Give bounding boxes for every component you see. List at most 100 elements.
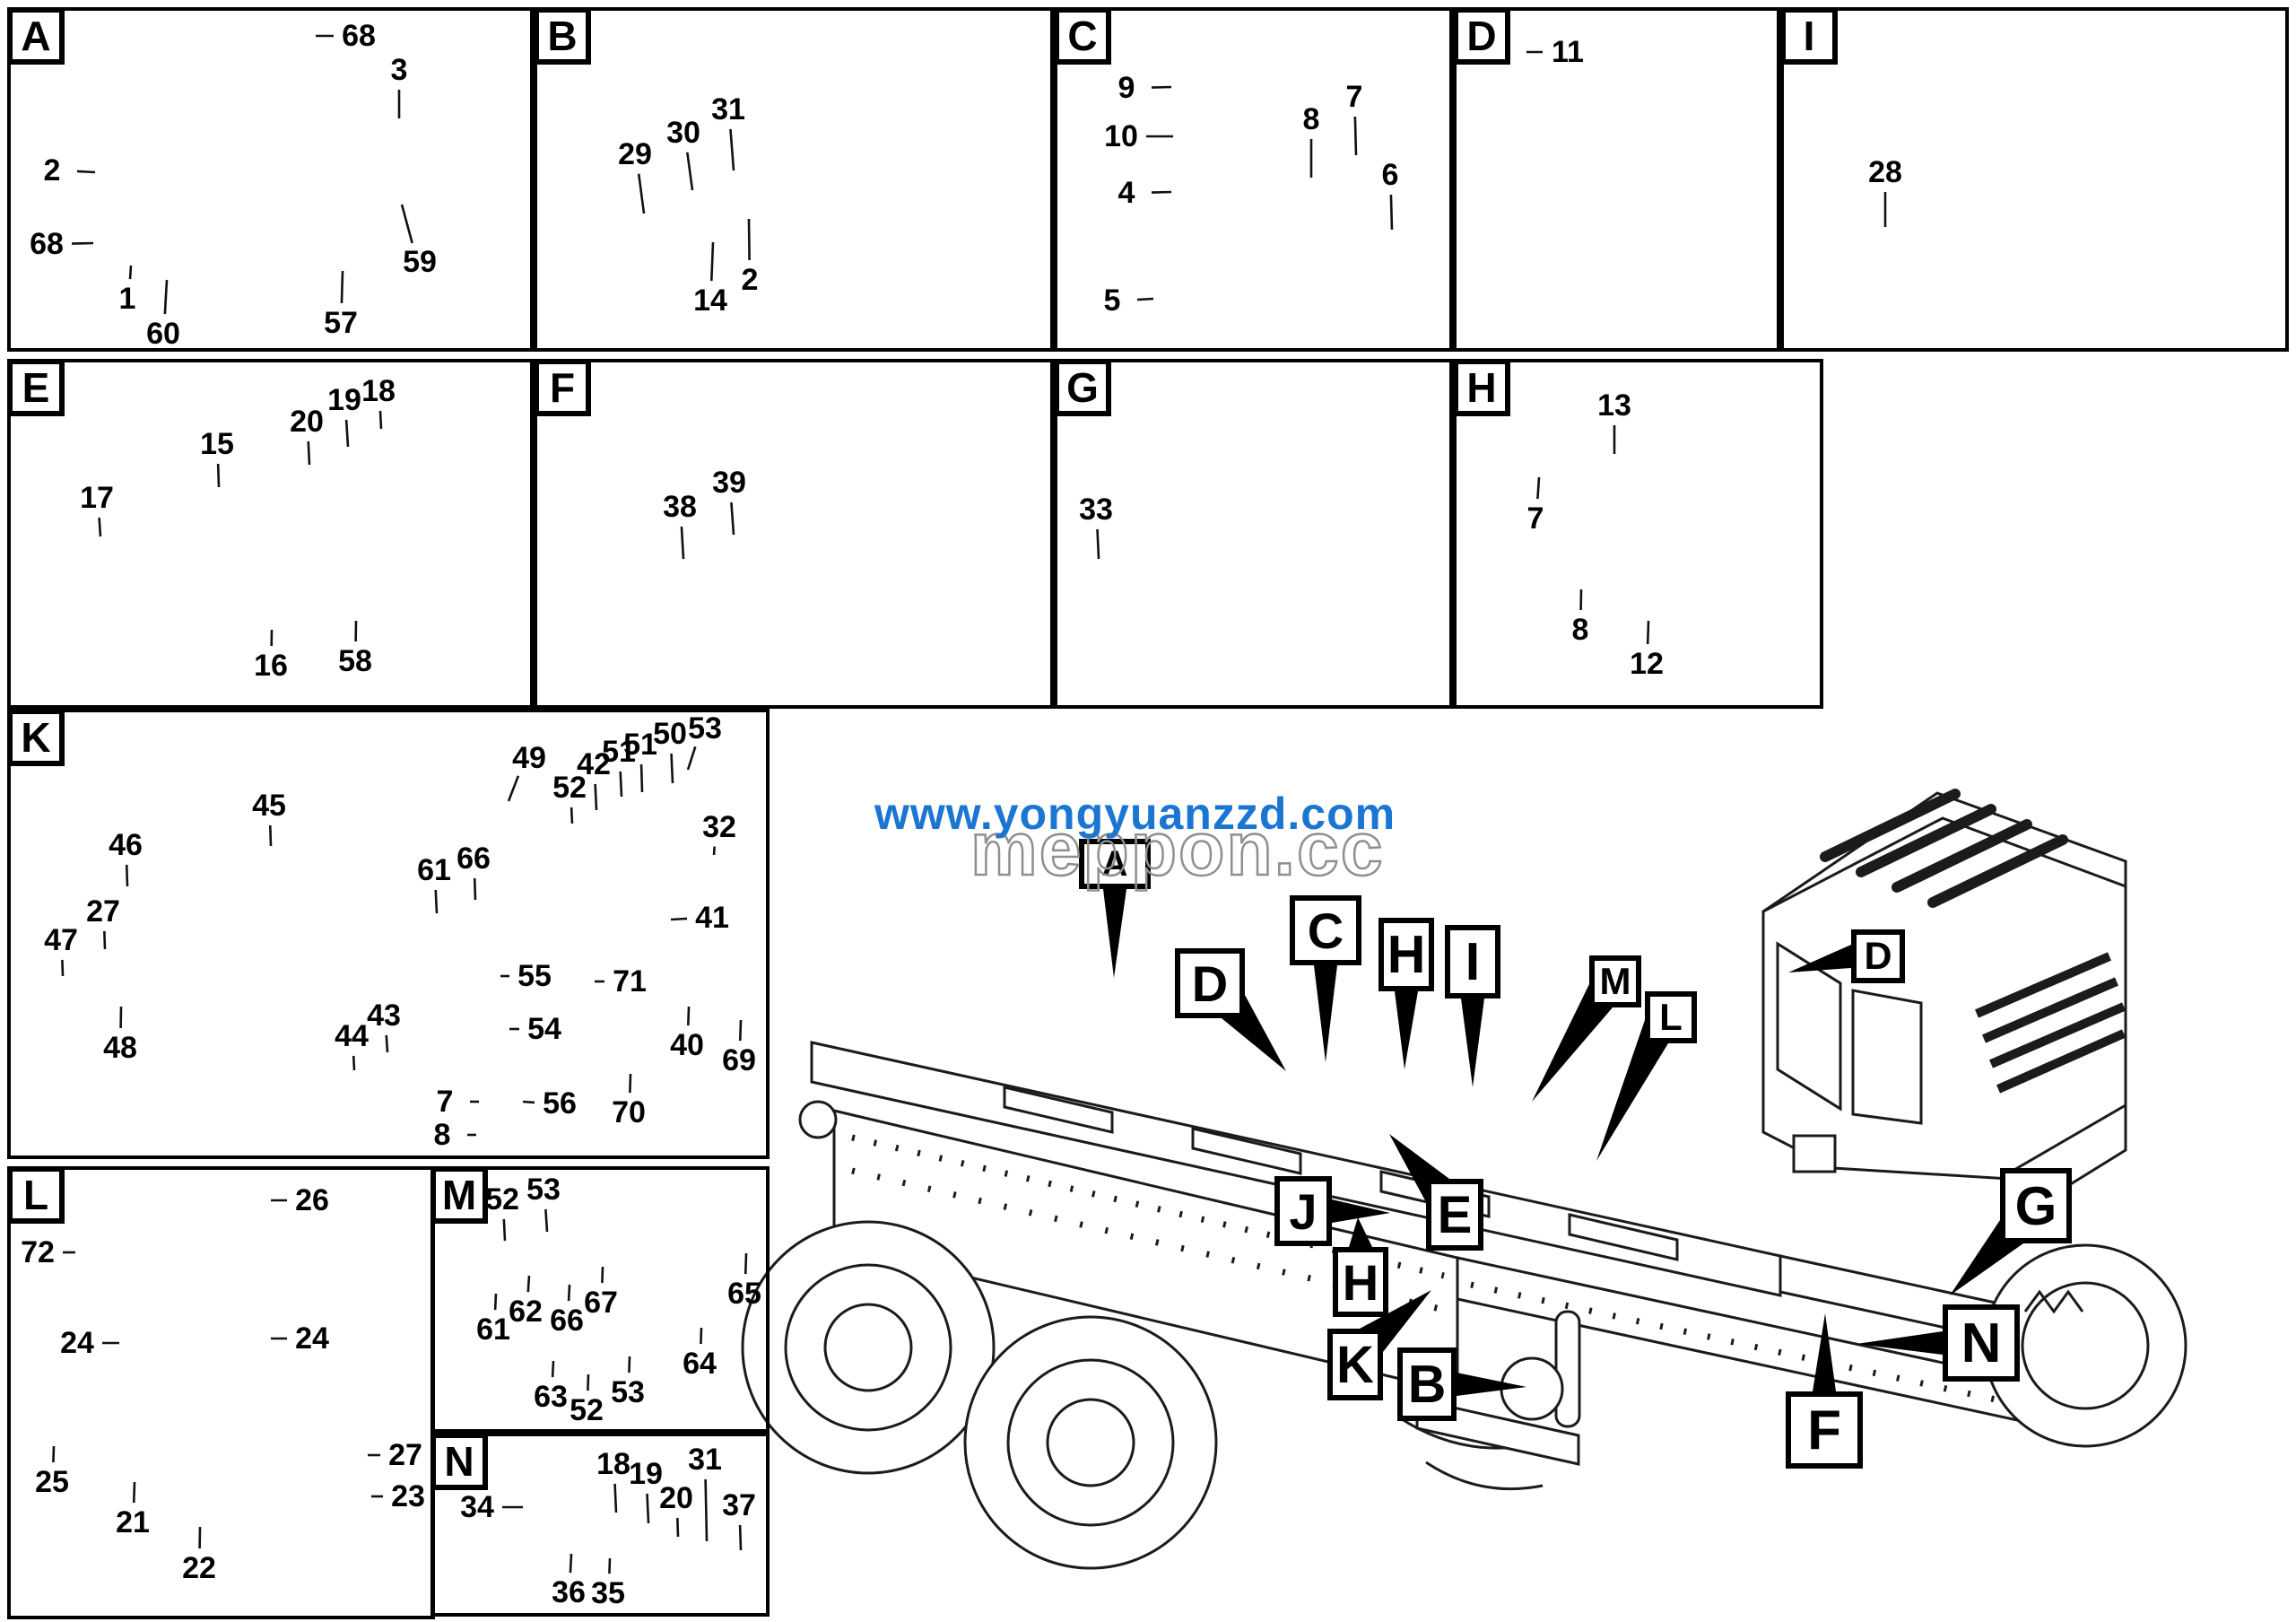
part-number-label: 8 (433, 1118, 451, 1152)
leader-line (686, 746, 697, 771)
leader-line (730, 501, 735, 536)
leader-line (1353, 116, 1358, 156)
part-number-label: 22 (182, 1551, 216, 1585)
part-number-label: 56 (543, 1086, 577, 1121)
part-number-label: 38 (663, 490, 697, 524)
part-number-label: 53 (611, 1375, 645, 1409)
leader-line (400, 204, 413, 244)
part-number-label: 18 (361, 374, 396, 408)
part-number-label: 24 (60, 1326, 94, 1360)
part-number-label: 62 (509, 1295, 543, 1329)
part-number-label: 19 (629, 1457, 663, 1491)
part-number-label: 42 (577, 747, 611, 781)
part-number-label: 35 (591, 1576, 625, 1610)
part-number-label: 39 (712, 466, 746, 500)
leader-line (61, 959, 65, 977)
part-number-label: 49 (512, 741, 546, 775)
part-number-label: 53 (688, 711, 722, 746)
chassis-ref-l: L (1645, 991, 1697, 1043)
chassis-ref-n: N (1943, 1304, 2020, 1382)
leader-line (700, 1327, 703, 1345)
part-number-label: 24 (295, 1321, 329, 1356)
part-number-label: 47 (44, 923, 78, 957)
chassis-ref-pointer (1349, 1217, 1372, 1247)
part-number-label: 64 (683, 1347, 717, 1381)
panel-n: N (430, 1433, 770, 1617)
part-number-label: 52 (552, 771, 587, 805)
part-number-label: 7 (1345, 80, 1363, 114)
part-number-label: 26 (295, 1183, 329, 1217)
panel-letter-e: E (7, 359, 65, 416)
part-number-label: 19 (327, 383, 361, 417)
panel-letter-f: F (534, 359, 591, 416)
leader-line (687, 1006, 691, 1026)
chassis-ref-pointer (1857, 1331, 1943, 1355)
part-number-label: 51 (623, 728, 657, 762)
part-number-label: 65 (727, 1277, 761, 1311)
chassis-ref-a: A (1079, 839, 1151, 889)
part-number-label: 43 (367, 998, 401, 1033)
chassis-ref-m: M (1589, 955, 1641, 1007)
part-number-label: 20 (290, 405, 324, 439)
panel-d: D (1453, 7, 1780, 352)
chassis-ref-d: D (1851, 929, 1905, 983)
leader-line (493, 1293, 498, 1311)
leader-line (1151, 85, 1172, 89)
leader-line (567, 1284, 571, 1302)
panel-letter-c: C (1054, 7, 1111, 65)
part-number-label: 50 (653, 717, 687, 751)
chassis-ref-pointer (1314, 965, 1337, 1062)
part-number-label: 17 (80, 481, 114, 515)
panel-g: G (1054, 359, 1453, 709)
leader-line (1536, 476, 1541, 500)
part-number-label: 67 (584, 1286, 618, 1320)
part-number-label: 54 (527, 1012, 561, 1046)
panel-letter-m: M (430, 1166, 488, 1224)
part-number-label: 48 (103, 1031, 137, 1065)
leader-line (502, 1218, 507, 1242)
leader-line (76, 170, 96, 174)
leader-line (744, 1252, 748, 1275)
chassis-ref-c: C (1290, 895, 1361, 965)
leader-line (1389, 194, 1394, 231)
panel-letter-n: N (430, 1433, 488, 1490)
part-number-label: 53 (526, 1173, 561, 1207)
part-number-label: 66 (550, 1304, 584, 1338)
chassis-ref-d: D (1175, 948, 1245, 1018)
watermark-url-text: www.yongyuanzzd.com (874, 789, 1396, 839)
panel-l: L (7, 1166, 435, 1619)
part-number-label: 27 (86, 894, 120, 929)
leader-line (344, 419, 350, 448)
part-number-label: 20 (659, 1481, 693, 1515)
panel-b: B (534, 7, 1054, 352)
part-number-label: 11 (1552, 35, 1584, 69)
panel-letter-b: B (534, 7, 591, 65)
part-number-label: 31 (688, 1443, 722, 1477)
leader-line (686, 152, 694, 191)
leader-line (601, 1266, 604, 1284)
part-number-label: 7 (1526, 501, 1544, 536)
leader-line (352, 1055, 356, 1071)
leader-line (569, 1553, 573, 1574)
leader-line (629, 1073, 632, 1094)
part-number-label: 66 (457, 842, 491, 876)
chassis-ref-i: I (1445, 925, 1500, 998)
part-number-label: 59 (403, 245, 437, 279)
part-number-label: 31 (711, 92, 745, 126)
part-number-label: 16 (254, 649, 288, 683)
part-number-label: 61 (417, 853, 451, 887)
part-number-label: 18 (596, 1447, 631, 1481)
part-number-label: 69 (722, 1043, 756, 1077)
panel-i: I (1780, 7, 2289, 352)
chassis-ref-g: G (2000, 1168, 2072, 1243)
leader-line (738, 1524, 743, 1551)
chassis-ref-h: H (1378, 918, 1434, 991)
chassis-ref-pointer (1596, 1020, 1668, 1161)
part-number-label: 63 (534, 1380, 568, 1414)
part-number-label: 40 (670, 1028, 704, 1062)
panel-letter-l: L (7, 1166, 65, 1224)
leader-line (613, 1483, 618, 1513)
leader-line (52, 1445, 56, 1463)
leader-line (268, 824, 273, 847)
